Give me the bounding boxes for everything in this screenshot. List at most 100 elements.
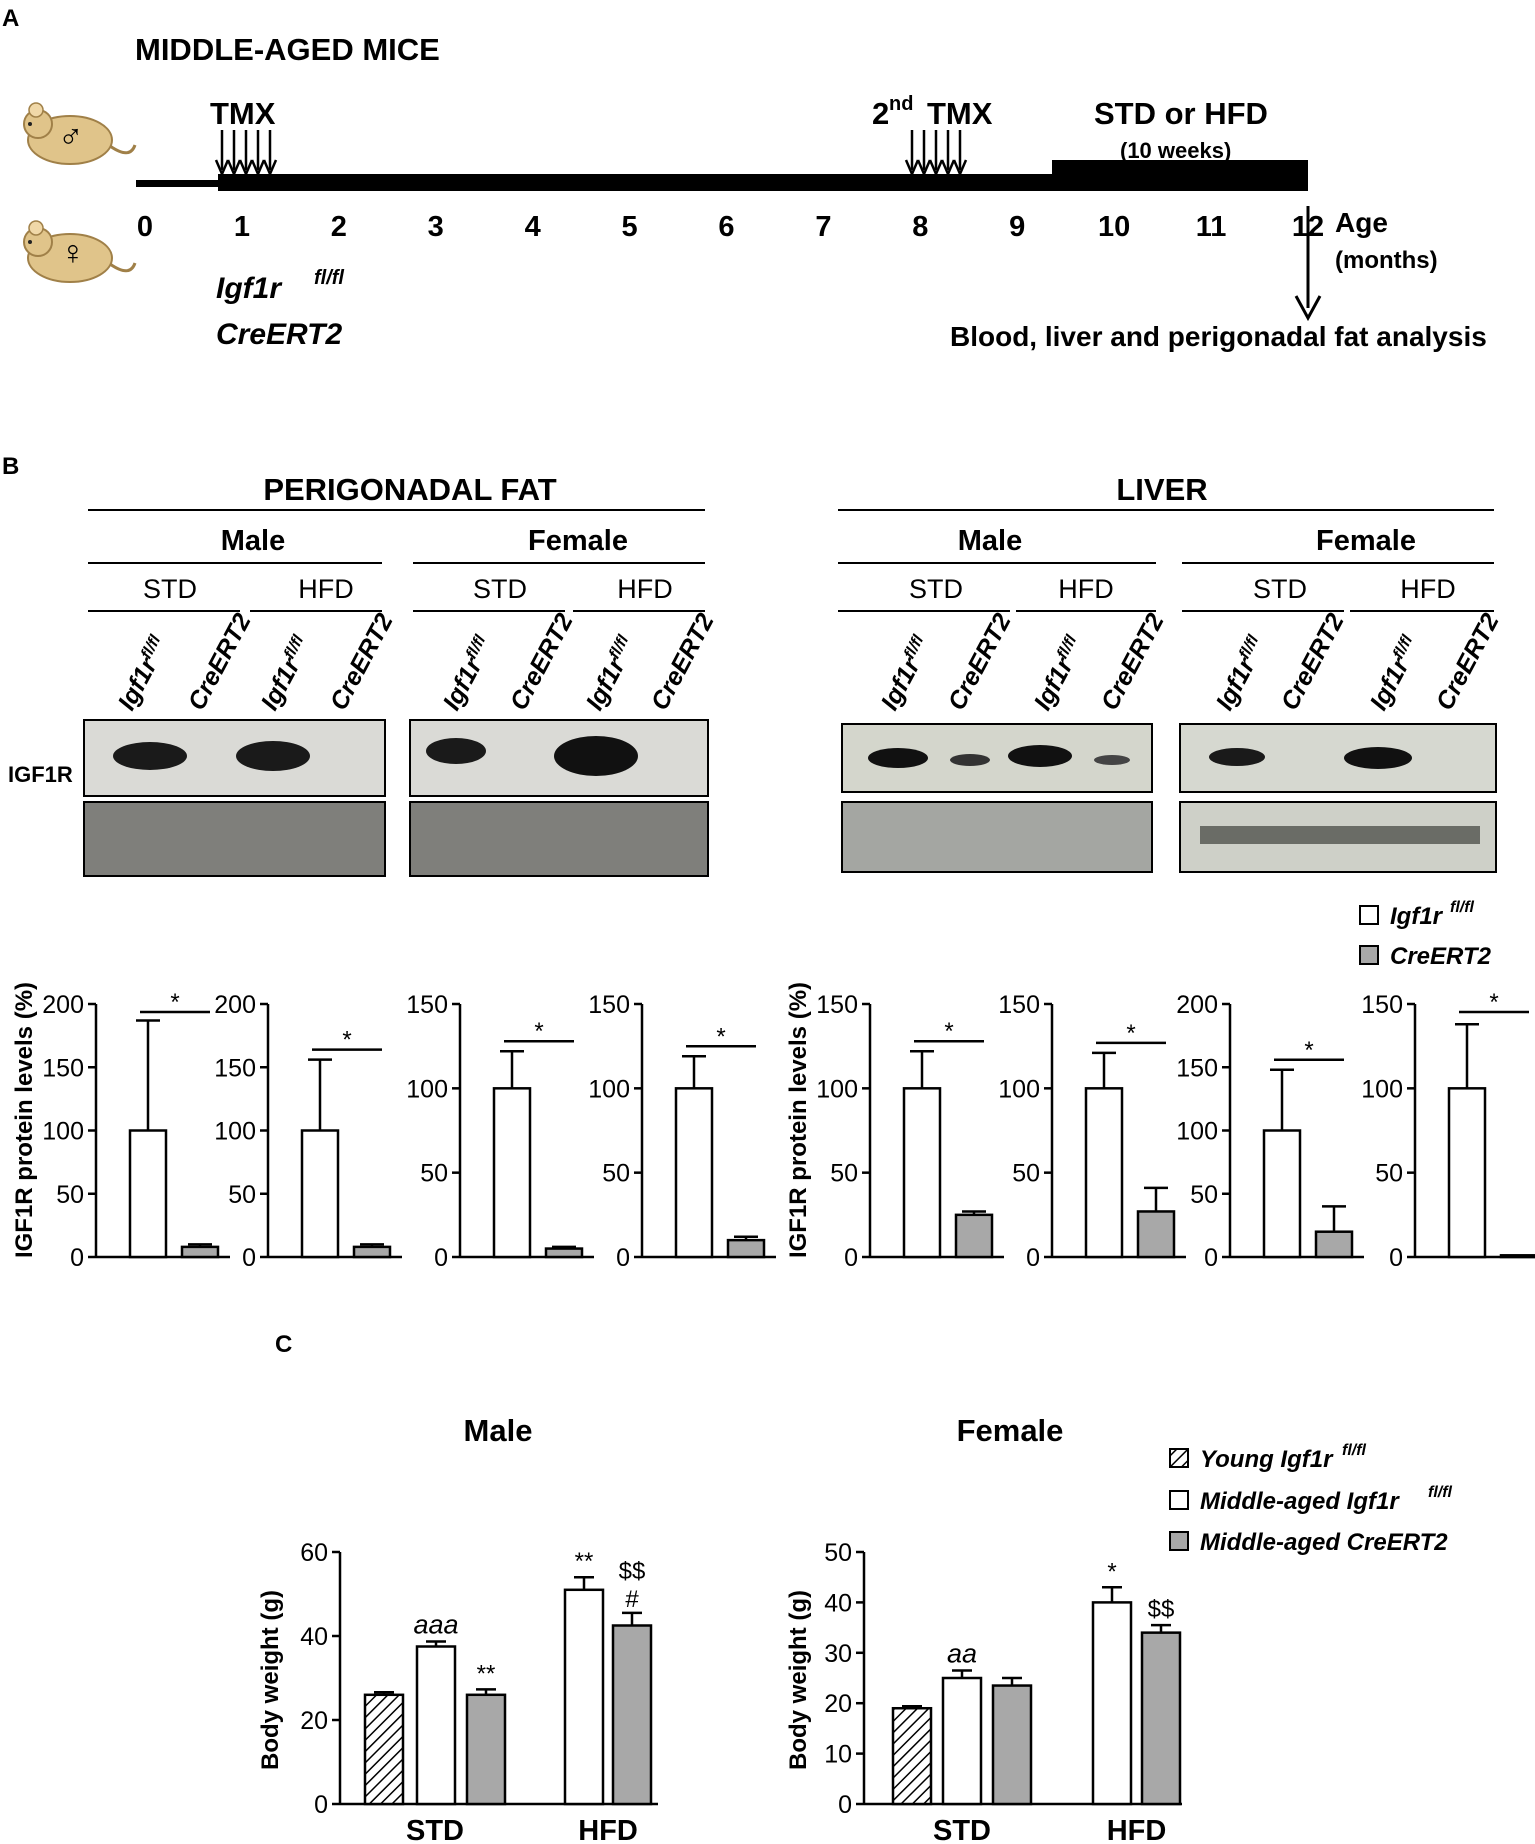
y-tick-label: 100 xyxy=(588,1075,630,1103)
panel-label-a: A xyxy=(2,5,19,32)
y-axis-title: IGF1R protein levels (%) xyxy=(785,982,812,1258)
panel-b: B PERIGONADAL FAT LIVER Male Female Male… xyxy=(2,453,1535,1272)
lane-label: Igf1rfl/fl xyxy=(256,632,318,715)
legend-label: Middle-aged Igf1r xyxy=(1200,1488,1400,1515)
bar xyxy=(544,1247,584,1259)
y-tick-label: 150 xyxy=(214,1054,256,1082)
tmx1-arrows xyxy=(214,130,278,178)
protein-band xyxy=(950,754,990,766)
timeline-bar-thin xyxy=(136,180,220,187)
panel-c: C Male Female Young Igf1r fl/fl Middle-a… xyxy=(257,1331,1453,1844)
male-symbol-icon: ♂ xyxy=(58,118,84,156)
y-tick-label: 150 xyxy=(42,1054,84,1082)
y-tick-label: 0 xyxy=(1204,1244,1218,1272)
bar xyxy=(726,1238,766,1259)
y-tick-label: 50 xyxy=(824,1539,852,1567)
tmx2-prefix: 2 xyxy=(872,96,889,131)
bar xyxy=(465,1693,507,1806)
diet-label: HFD xyxy=(1400,574,1456,604)
y-tick-label: 200 xyxy=(42,991,84,1019)
legend-swatch-gray xyxy=(1169,1531,1189,1551)
blot-liver-female xyxy=(1179,723,1497,873)
lane-label: CreERT2 xyxy=(183,609,257,715)
bar xyxy=(352,1245,392,1259)
y-tick-label: 200 xyxy=(1176,991,1218,1019)
y-tick-label: 150 xyxy=(406,991,448,1019)
y-axis-title: Body weight (g) xyxy=(257,1590,284,1770)
age-unit-label: (months) xyxy=(1335,247,1438,274)
significance-label: * xyxy=(1489,989,1498,1016)
legend-swatch-white xyxy=(1359,905,1379,925)
bar xyxy=(902,1087,942,1259)
blot-liver-male xyxy=(841,723,1153,873)
injection-arrowhead xyxy=(262,159,278,178)
y-tick-label: 0 xyxy=(1026,1244,1040,1272)
lane-label: Igf1rfl/fl xyxy=(113,632,175,715)
tissue-title-fat: PERIGONADAL FAT xyxy=(263,472,556,507)
bar xyxy=(891,1706,933,1806)
significance-label: ** xyxy=(575,1548,594,1575)
lane-label: Igf1rfl/fl xyxy=(438,632,500,715)
diet-label: STD or HFD xyxy=(1094,96,1268,131)
y-tick-label: 100 xyxy=(214,1118,256,1146)
legend-swatch-white xyxy=(1169,1490,1189,1510)
sex-label: Female xyxy=(1316,525,1416,557)
legend-label: Middle-aged CreERT2 xyxy=(1200,1529,1448,1556)
injection-arrowhead xyxy=(214,159,230,178)
diet-label: HFD xyxy=(1058,574,1114,604)
x-category-label: HFD xyxy=(578,1815,638,1844)
injection-arrowhead xyxy=(238,159,254,178)
bar xyxy=(1136,1210,1176,1259)
age-label: Age xyxy=(1335,207,1388,238)
injection-arrowhead xyxy=(928,159,944,178)
y-tick-label: 20 xyxy=(824,1690,852,1718)
panel-a: A MIDDLE-AGED MICE ♂ ♀ TMX 2 nd TMX ST xyxy=(2,5,1487,352)
y-tick-label: 0 xyxy=(838,1791,852,1819)
legend-superscript: fl/fl xyxy=(1428,1484,1453,1501)
timeline-tick-label: 6 xyxy=(718,211,734,243)
y-tick-label: 150 xyxy=(588,991,630,1019)
timeline-tick-label: 4 xyxy=(525,211,541,243)
legend-label: Young Igf1r xyxy=(1200,1446,1334,1473)
panel-label-b: B xyxy=(2,453,19,480)
legend-superscript: fl/fl xyxy=(1450,899,1475,916)
significance-label: * xyxy=(342,1027,351,1054)
blot-fat-male xyxy=(83,719,386,877)
lane-label: Igf1rfl/fl xyxy=(1365,632,1427,715)
sex-label: Male xyxy=(958,525,1022,557)
lane-label: CreERT2 xyxy=(1276,609,1350,715)
significance-label: $$ xyxy=(1148,1596,1175,1623)
mouse-icon xyxy=(23,102,137,165)
x-category-label: STD xyxy=(406,1815,464,1844)
analysis-arrowhead xyxy=(1294,295,1322,322)
y-tick-label: 150 xyxy=(1176,1054,1218,1082)
bar xyxy=(128,1129,168,1259)
y-tick-label: 100 xyxy=(816,1075,858,1103)
lane-label: Igf1rfl/fl xyxy=(581,632,643,715)
bar xyxy=(1084,1087,1124,1259)
y-tick-label: 50 xyxy=(56,1181,84,1209)
y-tick-label: 100 xyxy=(998,1075,1040,1103)
y-tick-label: 200 xyxy=(214,991,256,1019)
injection-arrowhead xyxy=(952,159,968,178)
significance-label: ** xyxy=(477,1660,496,1687)
y-tick-label: 50 xyxy=(830,1160,858,1188)
genotype1-label: Igf1r xyxy=(216,272,283,305)
timeline-tick-label: 9 xyxy=(1009,211,1025,243)
diet-bar xyxy=(1052,160,1308,191)
lane-label: CreERT2 xyxy=(325,609,399,715)
genotype2-label: CreERT2 xyxy=(216,318,342,351)
injection-arrowhead xyxy=(940,159,956,178)
legend-label: Igf1r xyxy=(1390,903,1444,930)
timeline-tick-label: 3 xyxy=(428,211,444,243)
bar xyxy=(563,1588,605,1806)
diet-label: STD xyxy=(473,574,527,604)
y-tick-label: 0 xyxy=(434,1244,448,1272)
legend-swatch-gray xyxy=(1359,945,1379,965)
timeline-tick-label: 5 xyxy=(622,211,638,243)
